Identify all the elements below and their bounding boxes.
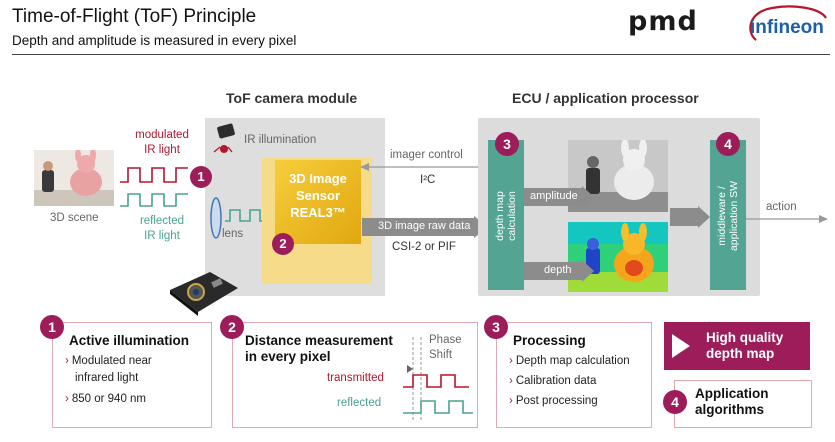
- panel-2-title-2: in every pixel: [245, 349, 331, 364]
- panel-1-badge: 1: [40, 315, 64, 339]
- panel-application-algorithms: Application algorithms: [674, 380, 812, 428]
- panel-4-badge: 4: [663, 390, 687, 414]
- sensor-chip: 3D Image Sensor REAL3™: [275, 160, 361, 244]
- lens-label: lens: [222, 228, 244, 240]
- depth-arrow: [524, 260, 594, 282]
- modulated-ir-label-2: IR light: [144, 144, 180, 156]
- ir-emitter-icon: [213, 123, 235, 153]
- depth-map-calculation-bar: depth map calculation: [488, 140, 524, 290]
- header-divider: [12, 54, 830, 55]
- i2c-label: I²C: [420, 174, 436, 186]
- panel-1-title: Active illumination: [69, 333, 190, 348]
- middleware-label-1: middleware /: [716, 186, 728, 246]
- panel-1-item-1b: infrared light: [75, 372, 139, 384]
- panel-active-illumination: Active illumination ›Modulated near infr…: [52, 322, 212, 428]
- panel-1-item-2: ›850 or 940 nm: [65, 393, 147, 405]
- reflected-ir-label-1: reflected: [139, 215, 185, 227]
- app-algo-label-1: Application: [695, 386, 769, 401]
- sensor-label-3: REAL3™: [290, 205, 346, 220]
- ecu-title: ECU / application processor: [512, 90, 699, 106]
- camera-module-photo: [170, 272, 238, 316]
- hq-label-2: depth map: [706, 346, 775, 361]
- panel-3-title: Processing: [513, 333, 586, 348]
- panel-distance-measurement: Distance measurement in every pixel Phas…: [232, 322, 478, 428]
- reflected-wave-to-sensor: [225, 209, 267, 222]
- lens-icon: [210, 197, 222, 239]
- modulated-ir-label-1: modulated: [135, 129, 189, 141]
- middleware-label-2: application SW: [728, 180, 740, 252]
- panel-1-item-1: ›Modulated near: [65, 355, 152, 367]
- raw-data-label: 3D image raw data: [378, 220, 471, 232]
- reflected-label: reflected: [337, 397, 382, 409]
- panel-2-title-1: Distance measurement: [245, 333, 393, 348]
- ir-illumination-label: IR illumination: [244, 134, 317, 146]
- phase-label-1: Phase: [429, 334, 462, 346]
- panel-processing: Processing ›Depth map calculation ›Calib…: [496, 322, 652, 428]
- middleware-bar: middleware / application SW: [710, 140, 746, 290]
- phase-label-2: Shift: [429, 349, 453, 361]
- action-arrow: [746, 215, 828, 223]
- infineon-logo: infineon: [749, 5, 827, 41]
- imager-control-label: imager control: [390, 149, 463, 161]
- amplitude-label: amplitude: [530, 190, 578, 202]
- panel-3-item-2: ›Calibration data: [509, 375, 597, 387]
- amplitude-arrow: [524, 186, 594, 208]
- transmitted-label: transmitted: [327, 372, 384, 384]
- raw-data-arrow: [362, 216, 488, 238]
- panel-2-badge: 2: [220, 315, 244, 339]
- tof-module-title: ToF camera module: [226, 90, 358, 106]
- depth-map-calc-label-1: depth map: [494, 191, 506, 241]
- app-algo-label-2: algorithms: [695, 402, 765, 417]
- panel-3-item-3: ›Post processing: [509, 395, 598, 407]
- step-4-badge: 4: [716, 132, 740, 156]
- step-3-badge: 3: [495, 132, 519, 156]
- high-quality-depth-map-banner: High quality depth map: [664, 322, 810, 370]
- scene-photo: [34, 150, 114, 206]
- panel-3-badge: 3: [484, 315, 508, 339]
- sensor-label-1: 3D Image: [289, 171, 347, 186]
- imager-control-arrow: [360, 163, 488, 171]
- scene-label: 3D scene: [50, 212, 99, 224]
- phase-shift-waveforms: [403, 337, 473, 421]
- pmd-logo: pmd: [628, 6, 698, 37]
- play-arrow-icon: [672, 334, 690, 358]
- panel-3-item-1: ›Depth map calculation: [509, 355, 630, 367]
- depth-illustration: [568, 222, 668, 292]
- sensor-label-2: Sensor: [295, 188, 341, 203]
- action-label: action: [766, 201, 797, 213]
- ir-waves: [120, 167, 188, 207]
- reflected-ir-label-2: IR light: [144, 230, 180, 242]
- csi-label: CSI-2 or PIF: [392, 241, 456, 253]
- hq-label-1: High quality: [706, 330, 784, 345]
- depth-label: depth: [544, 264, 572, 276]
- scene-illustration: [34, 150, 114, 206]
- page-subtitle: Depth and amplitude is measured in every…: [12, 33, 297, 48]
- images-to-middleware-arrow: [670, 206, 710, 228]
- depth-image: [568, 222, 668, 292]
- infineon-logo-text: infineon: [750, 17, 824, 38]
- depth-map-calc-label-2: calculation: [506, 191, 518, 241]
- step-1-badge: 1: [190, 166, 212, 188]
- step-2-badge: 2: [272, 233, 294, 255]
- page-title: Time-of-Flight (ToF) Principle: [12, 6, 257, 27]
